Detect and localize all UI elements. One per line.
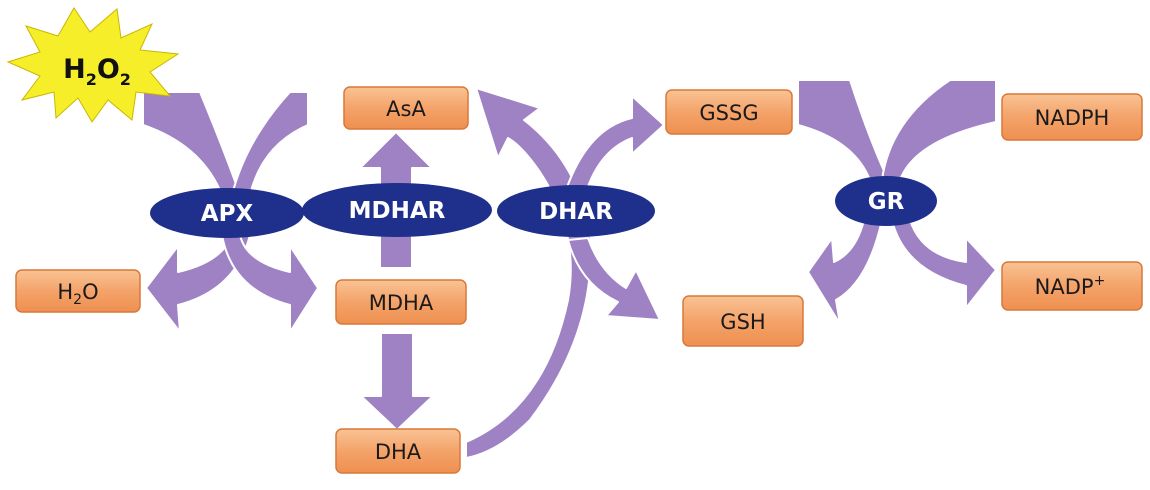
- burst-o: O: [97, 54, 120, 85]
- enzyme-mdhar: MDHAR: [302, 183, 492, 237]
- apx-arrow-top-left: [142, 91, 241, 196]
- gr-arrows: [797, 79, 997, 325]
- dhar-arrow-down-right-to-gsh: [567, 237, 661, 321]
- gr-arrow-bottom-left: [807, 219, 883, 325]
- dhar-arrows: [465, 87, 665, 459]
- box-h2o: H2O: [15, 269, 141, 313]
- burst-h: H: [63, 54, 86, 85]
- burst-sub2: 2: [120, 70, 131, 89]
- apx-arrows: [142, 91, 319, 333]
- box-asa: AsA: [343, 86, 469, 130]
- box-nadph: NADPH: [1001, 93, 1143, 141]
- mdhar-label: MDHAR: [349, 198, 446, 224]
- apx-arrow-top-right: [231, 91, 309, 196]
- burst-shape: [6, 7, 180, 123]
- enzyme-gr: GR: [835, 176, 937, 226]
- gr-arrow-top-right: [881, 79, 997, 181]
- asa-label: AsA: [386, 97, 426, 121]
- dha-label: DHA: [375, 440, 422, 464]
- h2o-label: H2O: [57, 280, 98, 308]
- box-gssg: GSSG: [665, 89, 793, 135]
- apx-arrow-bottom-right: [221, 234, 319, 333]
- enzyme-apx: APX: [150, 188, 304, 238]
- h2o2-burst: H2O2: [6, 7, 180, 123]
- gr-label: GR: [868, 189, 905, 215]
- gssg-label: GSSG: [699, 101, 758, 125]
- dhar-arrow-up-right-to-gssg: [565, 95, 665, 193]
- mdha-label: MDHA: [369, 291, 434, 315]
- gr-arrow-bottom-right: [891, 219, 997, 309]
- dhar-arrow-long-curve: [465, 87, 592, 459]
- gr-arrow-top-left: [797, 79, 889, 181]
- burst-label: H2O2: [63, 54, 131, 89]
- gsh-label: GSH: [720, 310, 765, 334]
- nadph-label: NADPH: [1035, 106, 1110, 130]
- box-dha: DHA: [335, 428, 461, 474]
- enzyme-dhar: DHAR: [497, 185, 655, 237]
- dhar-label: DHAR: [539, 199, 613, 225]
- box-mdha: MDHA: [335, 279, 467, 325]
- mdhar-arrow-down-to-dha: [360, 332, 434, 431]
- box-nadp: NADP+: [1001, 261, 1143, 311]
- burst-sub1: 2: [86, 70, 97, 89]
- box-gsh: GSH: [682, 295, 804, 347]
- nadp-label: NADP+: [1035, 273, 1106, 299]
- apx-label: APX: [201, 201, 254, 227]
